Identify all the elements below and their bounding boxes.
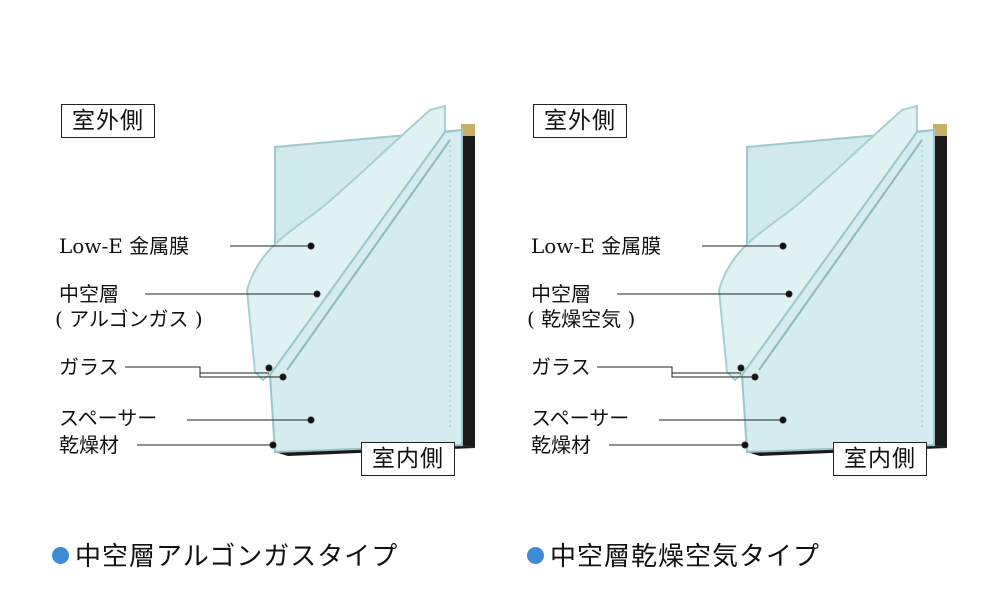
caption-text: 中空層アルゴンガスタイプ bbox=[75, 542, 399, 572]
desiccant-corner bbox=[461, 124, 475, 136]
glass-label: ガラス bbox=[59, 355, 119, 379]
diagram-dry-air: 室外側 室内側 Low-E 金属膜 中空層 ( 乾燥空気 ) ガラス スペーサー… bbox=[497, 0, 967, 601]
desiccant-corner bbox=[933, 124, 947, 136]
lowe-label: Low-E 金属膜 bbox=[531, 234, 662, 258]
leader-dot-glass-b bbox=[751, 373, 759, 381]
leader-dot-spacer bbox=[307, 416, 315, 424]
desiccant-label: 乾燥材 bbox=[59, 433, 119, 457]
caption-text: 中空層乾燥空気タイプ bbox=[550, 542, 821, 572]
front-glass-pane bbox=[740, 128, 935, 454]
leader-glass-b bbox=[671, 373, 755, 378]
hollow-gas-label: ( アルゴンガス ) bbox=[55, 307, 203, 331]
inside-label: 室内側 bbox=[361, 442, 455, 476]
leader-dot-hollow bbox=[313, 290, 321, 298]
hollow-layer-label: 中空層 bbox=[59, 282, 119, 306]
leader-dot-glass-b bbox=[279, 373, 287, 381]
leader-glass-b bbox=[199, 373, 283, 378]
bullet-dot-icon bbox=[52, 547, 69, 564]
bullet-dot-icon bbox=[527, 547, 544, 564]
desiccant-label: 乾燥材 bbox=[531, 433, 591, 457]
leader-dot-lowe bbox=[307, 242, 315, 250]
pane-edge-line bbox=[758, 139, 923, 371]
hollow-layer-label: 中空層 bbox=[531, 282, 591, 306]
inside-label: 室内側 bbox=[833, 442, 927, 476]
leader-dot-desiccant bbox=[269, 441, 277, 449]
frame-side bbox=[934, 130, 947, 448]
leader-glass-a bbox=[597, 366, 741, 374]
hollow-gas-label: ( 乾燥空気 ) bbox=[527, 307, 636, 331]
outer-glass-pane bbox=[245, 104, 446, 382]
leader-dot-glass-a bbox=[265, 364, 273, 372]
leader-dot-hollow bbox=[785, 290, 793, 298]
outer-glass-pane bbox=[717, 104, 918, 382]
spacer-label: スペーサー bbox=[531, 406, 630, 430]
double-glazing-illustration bbox=[597, 104, 947, 456]
glass-label: ガラス bbox=[531, 355, 591, 379]
leader-dot-glass-a bbox=[737, 364, 745, 372]
frame-side bbox=[462, 130, 475, 448]
outside-label: 室外側 bbox=[61, 104, 155, 138]
pane-edge-line bbox=[286, 139, 451, 371]
outside-label: 室外側 bbox=[533, 104, 627, 138]
leader-glass-a bbox=[125, 366, 269, 374]
caption-argon-type: 中空層アルゴンガスタイプ bbox=[52, 536, 398, 573]
leader-dot-spacer bbox=[779, 416, 787, 424]
leader-dot-desiccant bbox=[741, 441, 749, 449]
caption-dry-air-type: 中空層乾燥空気タイプ bbox=[527, 536, 820, 573]
lowe-label: Low-E 金属膜 bbox=[59, 234, 190, 258]
spacer-label: スペーサー bbox=[59, 406, 158, 430]
diagram-argon: 室外側 室内側 Low-E 金属膜 中空層 ( アルゴンガス ) ガラス スペー… bbox=[25, 0, 495, 601]
double-glazing-illustration bbox=[125, 104, 475, 456]
front-glass-pane bbox=[268, 128, 463, 454]
leader-dot-lowe bbox=[779, 242, 787, 250]
